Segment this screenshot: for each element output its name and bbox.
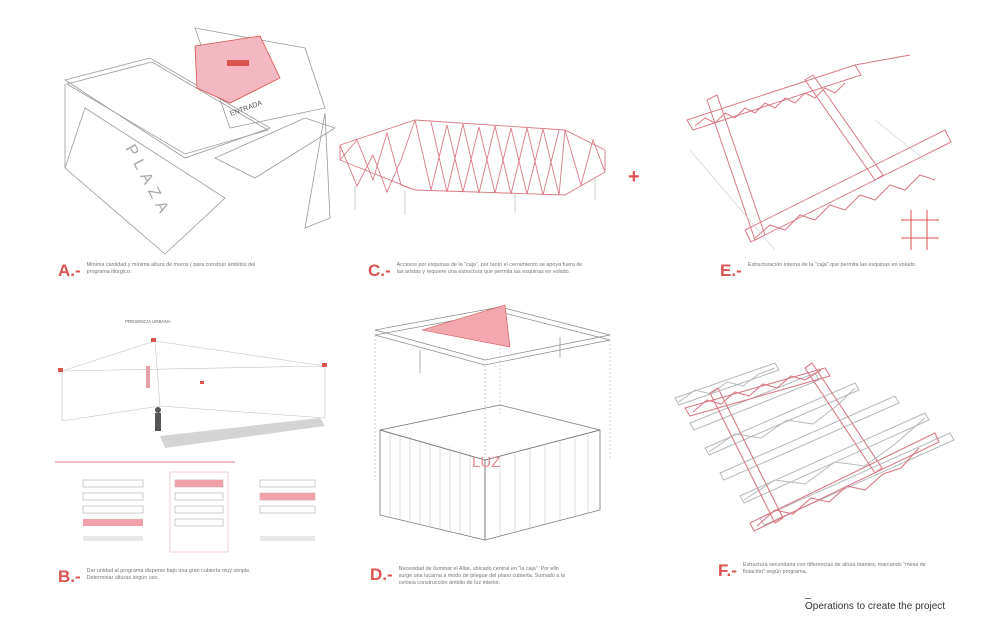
label-c: C.- Accesos por esquinas de la "caja", p… (368, 262, 583, 279)
presencia-label: PRESENCIA URBANA (125, 319, 171, 324)
diagram-a-site-plan: ENTRADA PLAZA (64, 27, 336, 255)
diagram-c-truss-box (339, 119, 606, 215)
label-b-caption: Dar unidad al programa disperso bajo una… (86, 568, 251, 581)
footer-rule (805, 598, 811, 599)
label-a-letter: A.- (58, 261, 81, 280)
diagram-b-heights (58, 338, 327, 448)
program-volume-pink (194, 35, 281, 104)
label-a: A.- Mínima cantidad y mínima altura de m… (58, 262, 273, 279)
label-d-letter: D.- (370, 565, 393, 584)
label-e-letter: E.- (720, 261, 742, 280)
label-d-caption: Necesidad de iluminar el Altar, ubicado … (398, 566, 565, 586)
label-f-letter: F.- (718, 561, 737, 580)
label-e: E.- Estructuración interna de la "caja" … (720, 262, 935, 279)
luz-label: LUZ (472, 454, 500, 471)
label-c-letter: C.- (368, 261, 391, 280)
diagram-e-internal-structure (686, 54, 952, 251)
label-c-caption: Accesos por esquinas de la "caja", por t… (396, 262, 583, 275)
footer-title: Operations to create the project (805, 601, 946, 612)
label-b: B.- Dar unidad al programa disperso bajo… (58, 568, 273, 585)
label-d: D.- Necesidad de iluminar el Altar, ubic… (370, 566, 570, 587)
plaza-label: PLAZA (121, 142, 174, 221)
skylight-pink (421, 304, 511, 348)
label-a-caption: Mínima cantidad y mínima altura de muros… (86, 262, 256, 275)
label-f: F.- Estructura secundaria con diferencia… (718, 562, 933, 579)
diagram-d-exploded-roof: LUZ (374, 304, 611, 541)
label-b-letter: B.- (58, 567, 81, 586)
diagram-f-secondary-structure (674, 362, 955, 532)
label-f-caption: Estructura secundaria con diferencias de… (742, 562, 926, 575)
table-heights (55, 461, 316, 553)
svg-text:ENTRADA: ENTRADA (229, 100, 263, 118)
label-e-caption: Estructuración interna de la "caja" que … (747, 262, 917, 268)
plus-symbol: + (628, 166, 640, 188)
